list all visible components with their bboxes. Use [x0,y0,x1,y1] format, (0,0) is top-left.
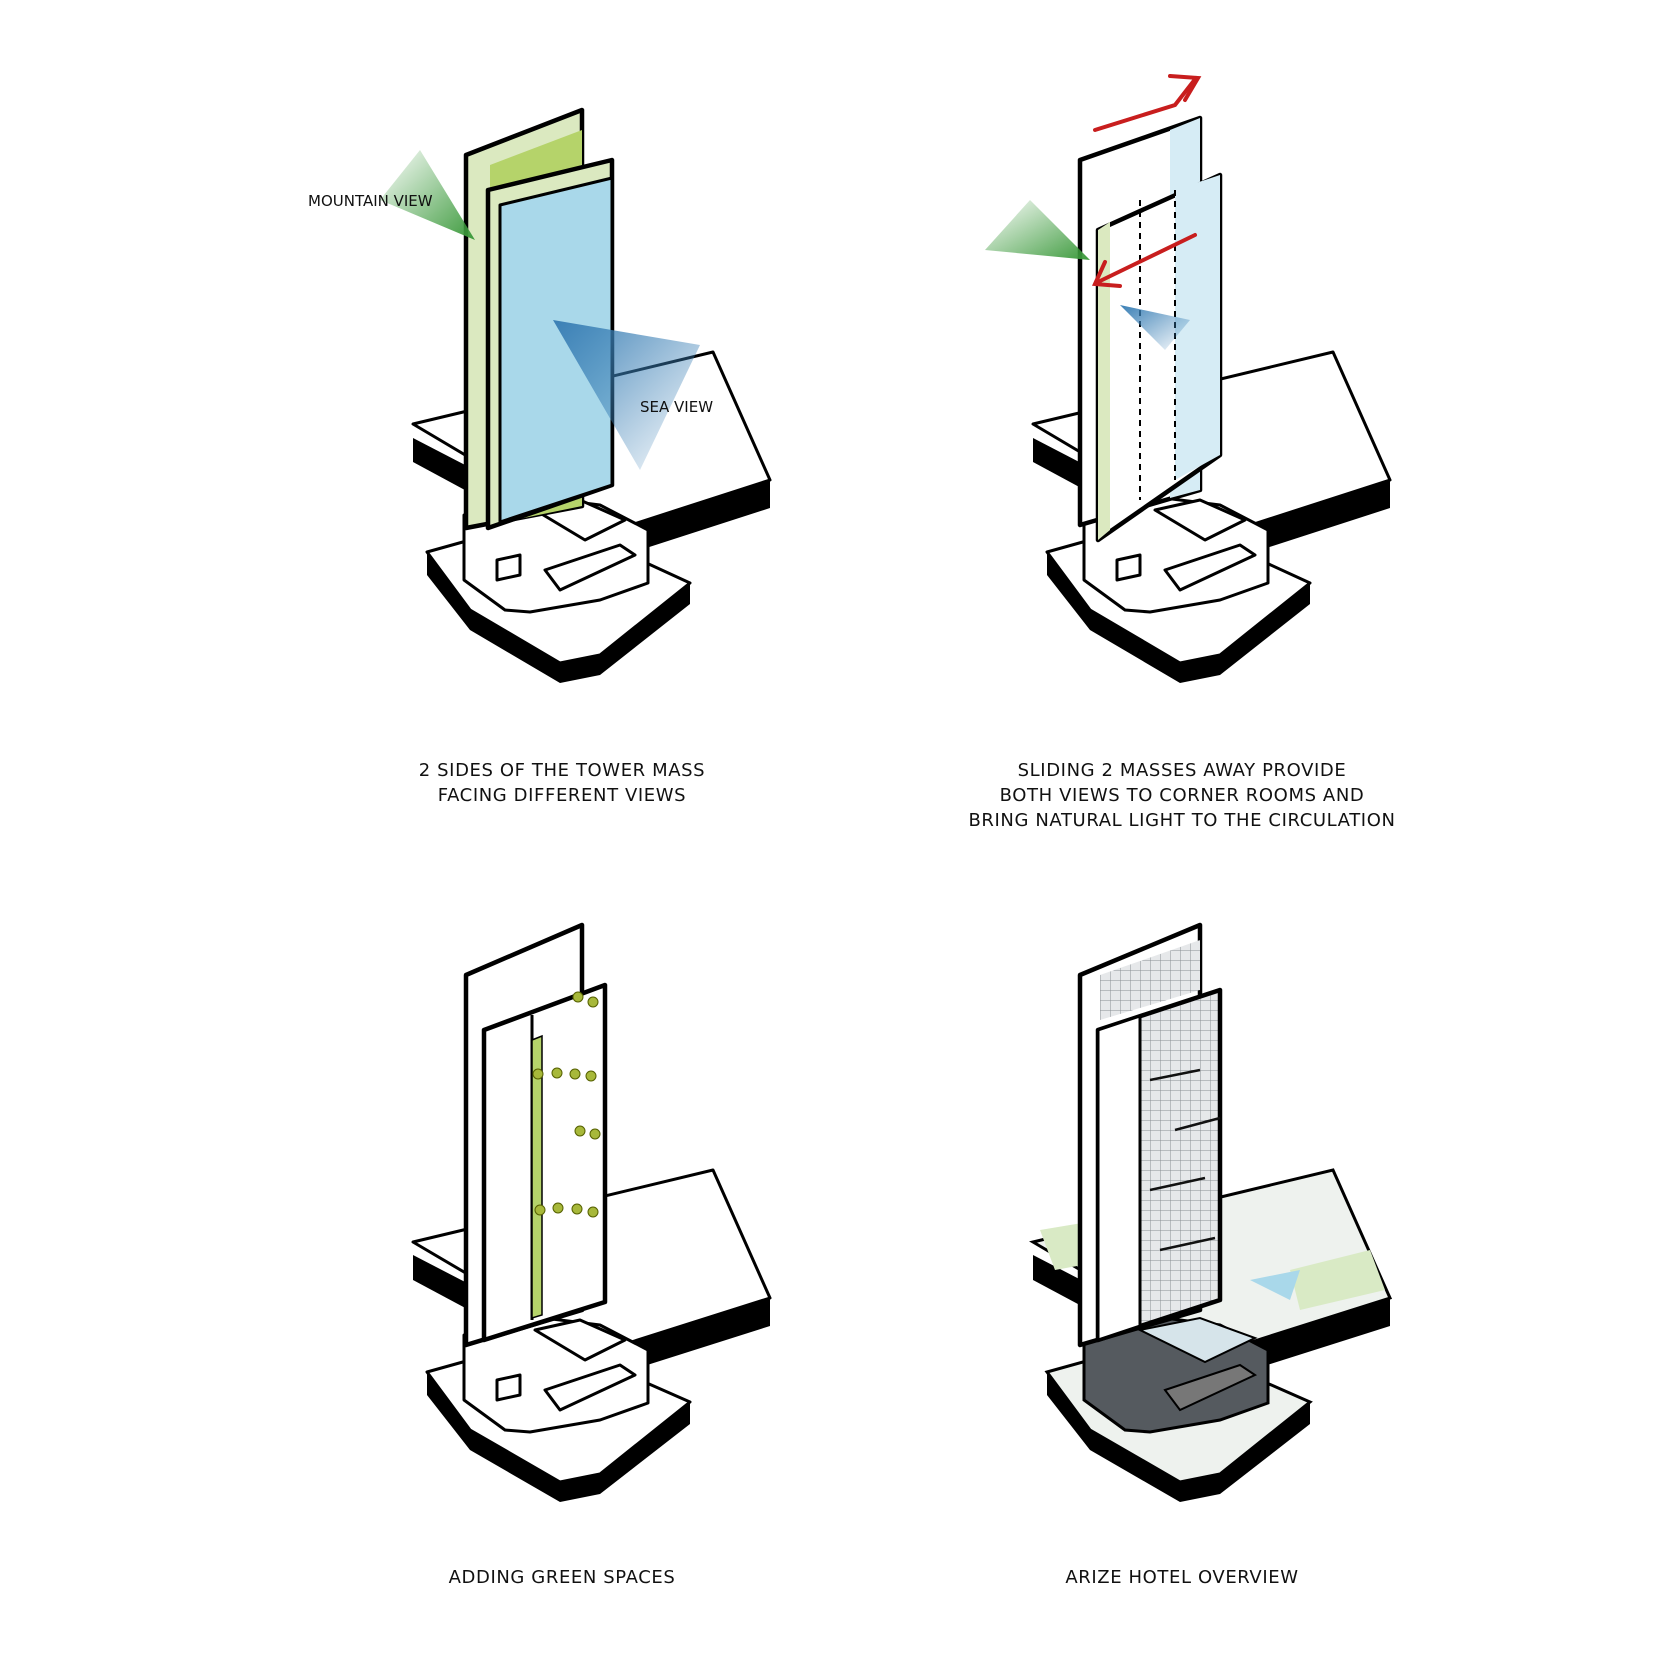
caption-line: ARIZE HOTEL OVERVIEW [1065,1567,1299,1588]
caption-sliding: SLIDING 2 MASSES AWAY PROVIDE BOTH VIEWS… [882,758,1482,833]
caption-line: FACING DIFFERENT VIEWS [437,785,687,806]
sea-view-label: SEA VIEW [640,398,713,416]
caption-overview: ARIZE HOTEL OVERVIEW [882,1565,1482,1590]
mountain-view-cone [380,150,475,240]
caption-line: ADDING GREEN SPACES [448,1567,676,1588]
slide-arrow-down [1092,233,1197,288]
caption-line: SLIDING 2 MASSES AWAY PROVIDE [1017,760,1347,781]
caption-massing: 2 SIDES OF THE TOWER MASS FACING DIFFERE… [262,758,862,808]
tower-sea-mass [485,157,615,531]
caption-line: BOTH VIEWS TO CORNER ROOMS AND [999,785,1365,806]
podium [1082,1313,1270,1434]
caption-line: 2 SIDES OF THE TOWER MASS [418,760,706,781]
green-terrace-trees [532,991,601,1218]
tower-front-mass [1095,987,1223,1343]
sea-view-cone [553,320,700,470]
sea-view-cone [1120,305,1190,350]
caption-green: ADDING GREEN SPACES [262,1565,862,1590]
mountain-view-label: MOUNTAIN VIEW [308,192,433,210]
slide-arrow-up [1093,74,1202,132]
mountain-view-cone [985,200,1090,260]
podium [462,1313,650,1434]
podium [1082,493,1270,614]
caption-line: BRING NATURAL LIGHT TO THE CIRCULATION [968,810,1396,831]
